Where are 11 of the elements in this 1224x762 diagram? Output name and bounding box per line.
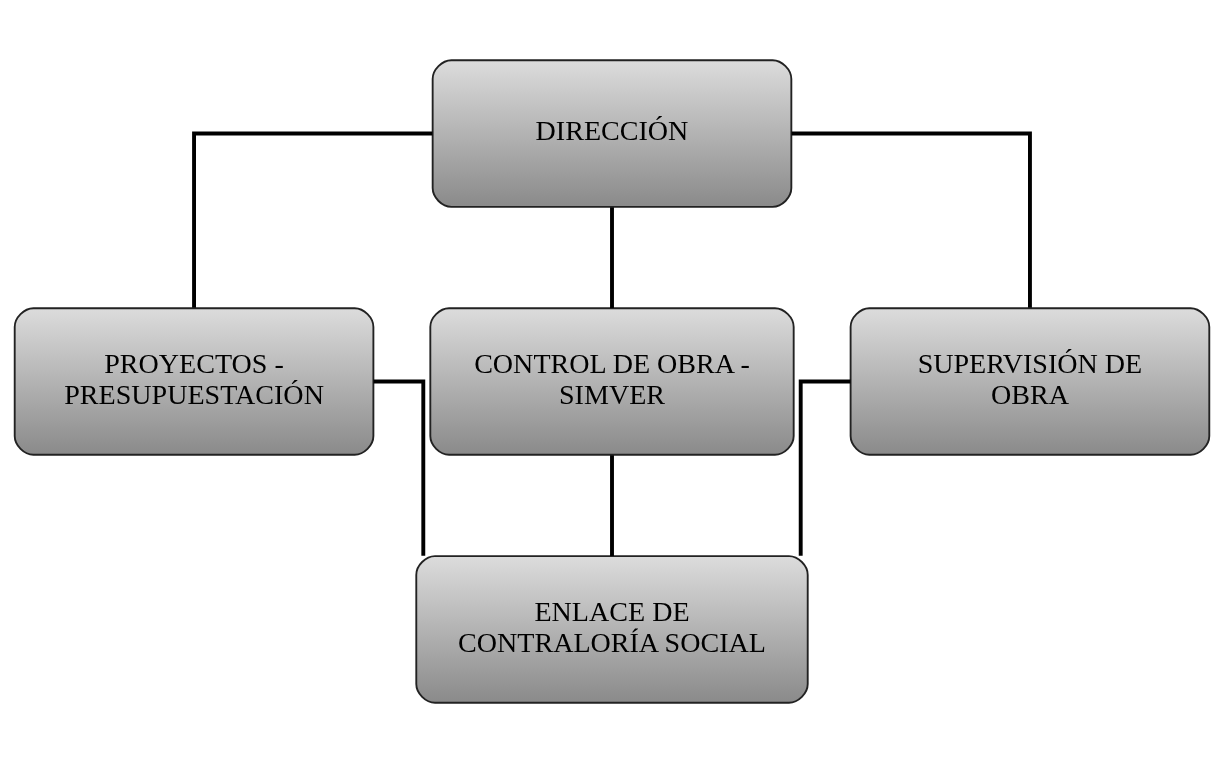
connector (798, 379, 851, 556)
node-box: DIRECCIÓN (431, 58, 793, 208)
connector (373, 379, 426, 556)
node-box: PROYECTOS - PRESUPUESTACIÓN (13, 306, 375, 456)
node-box: SUPERVISIÓN DE OBRA (849, 306, 1211, 456)
connector (610, 206, 614, 308)
node-box: ENLACE DE CONTRALORÍA SOCIAL (415, 554, 809, 704)
connector (610, 454, 614, 556)
connector (791, 131, 1032, 308)
connector (192, 131, 433, 308)
node-box: CONTROL DE OBRA - SIMVER (429, 306, 795, 456)
